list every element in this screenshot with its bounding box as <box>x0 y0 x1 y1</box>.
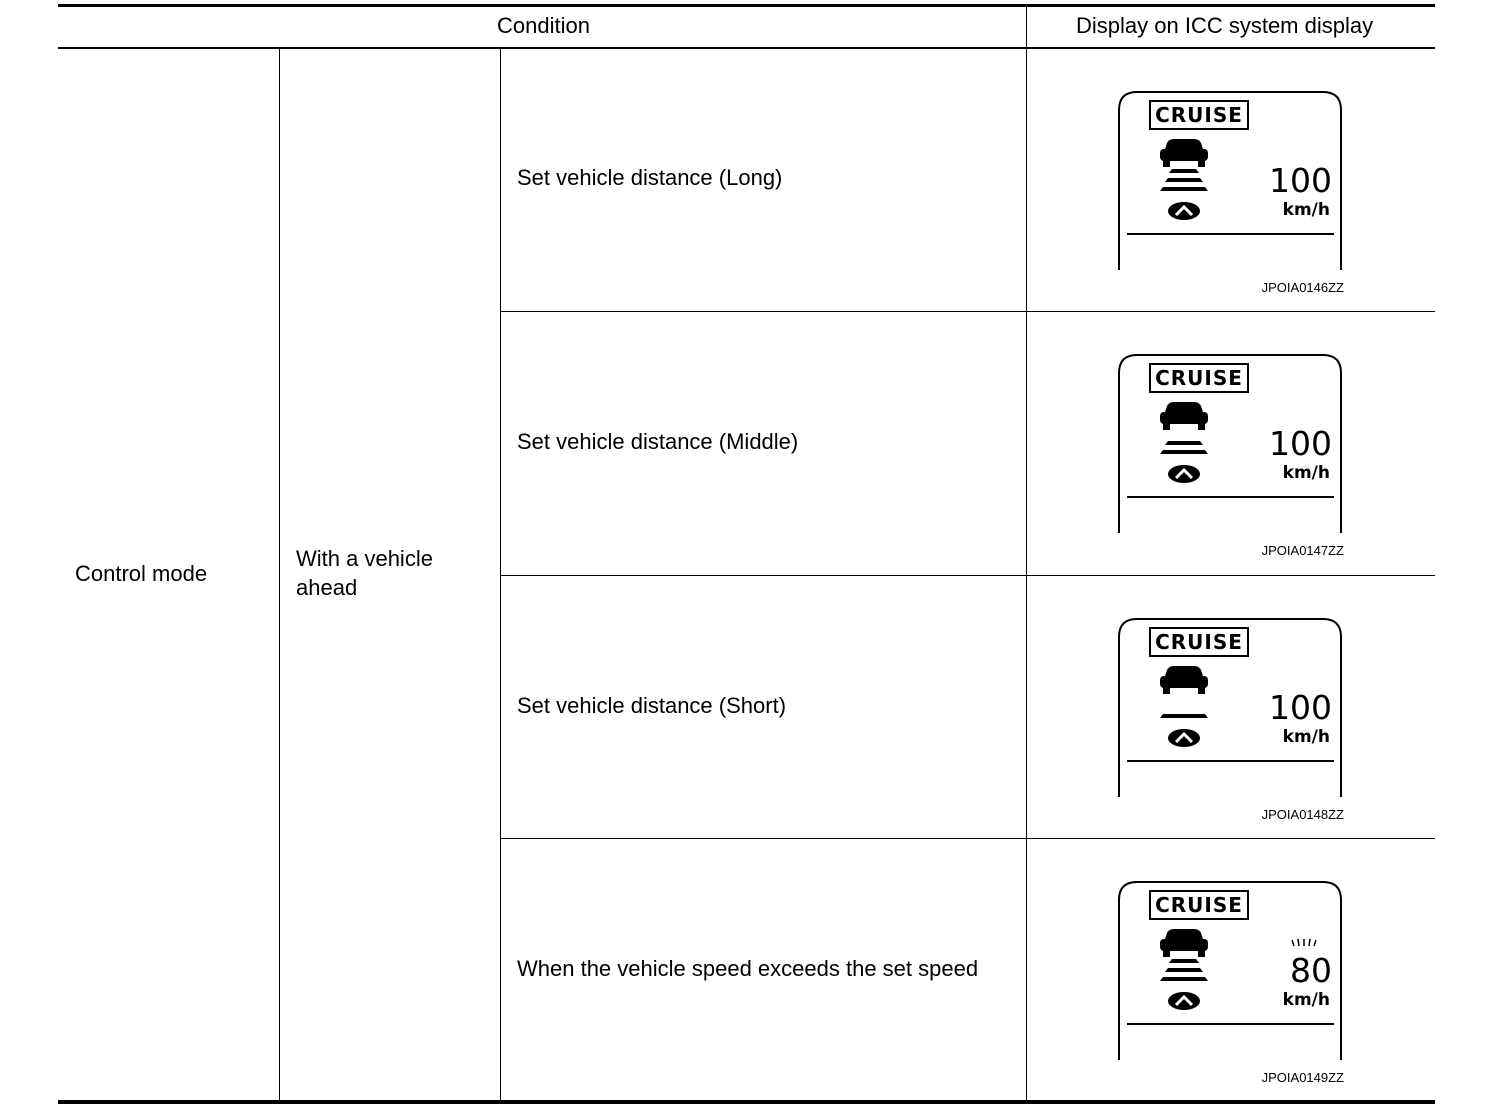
flash-mark <box>1297 938 1300 947</box>
own-vehicle-marker <box>1168 729 1200 747</box>
speed-unit: km/h <box>1282 463 1330 483</box>
vehicle-wheel <box>1163 423 1170 430</box>
condition-cell: When the vehicle speed exceeds the set s… <box>517 956 979 981</box>
speed-unit: km/h <box>1282 990 1330 1010</box>
mode-cell: Control mode <box>75 561 208 586</box>
icc-display-figure: CRUISE 80 km/h JPOIA0149ZZ <box>1112 880 1348 1090</box>
column-divider <box>279 49 280 1102</box>
speed-unit: km/h <box>1282 200 1330 220</box>
row-divider <box>501 311 1435 312</box>
own-vehicle-chevron <box>1174 994 1194 1007</box>
table-bottom-rule <box>58 1100 1435 1104</box>
vehicle-roof <box>1165 402 1203 412</box>
condition-cell: Set vehicle distance (Long) <box>517 165 783 190</box>
cruise-badge: CRUISE <box>1149 627 1249 657</box>
own-vehicle-chevron <box>1174 204 1194 217</box>
vehicle-roof <box>1165 666 1203 676</box>
set-speed-value: 100 <box>1269 424 1332 463</box>
vehicle-wheel <box>1198 950 1205 957</box>
figure-code: JPOIA0148ZZ <box>1261 807 1344 822</box>
display-graphic <box>1118 91 1342 270</box>
speed-unit: km/h <box>1282 727 1330 747</box>
display-graphic <box>1118 354 1342 533</box>
own-vehicle-chevron <box>1174 467 1194 480</box>
vehicle-roof <box>1165 139 1203 149</box>
vehicle-wheel <box>1163 160 1170 167</box>
vehicle-ahead-icon <box>1160 402 1208 430</box>
own-vehicle-chevron <box>1174 731 1194 744</box>
set-speed-value: 100 <box>1269 161 1332 200</box>
condition-cell: Set vehicle distance (Middle) <box>517 429 799 454</box>
display-frame <box>1118 618 1342 797</box>
own-vehicle-marker <box>1168 465 1200 483</box>
table-top-rule <box>58 4 1435 7</box>
icc-display-table: Condition Display on ICC system display … <box>58 4 1435 1106</box>
header-condition: Condition <box>497 13 590 38</box>
vehicle-wheel <box>1163 950 1170 957</box>
vehicle-ahead-icon <box>1160 139 1208 167</box>
icc-display-figure: CRUISE 100 km/h JPOIA0146ZZ <box>1112 90 1348 300</box>
condition-cell: Set vehicle distance (Short) <box>517 693 787 718</box>
distance-bar <box>1165 968 1203 972</box>
distance-bar <box>1160 714 1208 718</box>
distance-bar <box>1160 187 1208 191</box>
header-bottom-rule <box>58 47 1435 49</box>
display-graphic <box>1118 618 1342 797</box>
own-vehicle-marker <box>1168 992 1200 1010</box>
column-divider <box>500 49 501 1102</box>
vehicle-body <box>1160 939 1208 951</box>
distance-bar <box>1165 178 1203 182</box>
display-frame <box>1118 881 1342 1060</box>
set-speed-value: 100 <box>1269 688 1332 727</box>
vehicle-wheel <box>1198 160 1205 167</box>
speed-flash-marks <box>1291 938 1317 947</box>
vehicle-wheel <box>1163 687 1170 694</box>
display-graphic <box>1118 881 1342 1060</box>
figure-code: JPOIA0146ZZ <box>1261 280 1344 295</box>
vehicle-ahead-icon <box>1160 666 1208 694</box>
own-vehicle-marker <box>1168 202 1200 220</box>
cruise-badge: CRUISE <box>1149 890 1249 920</box>
vehicle-body <box>1160 149 1208 161</box>
vehicle-wheel <box>1198 423 1205 430</box>
column-divider <box>1026 4 1027 1102</box>
vehicle-ahead-icon <box>1160 929 1208 957</box>
figure-code: JPOIA0147ZZ <box>1261 543 1344 558</box>
distance-bar <box>1160 450 1208 454</box>
cruise-badge: CRUISE <box>1149 363 1249 393</box>
header-display: Display on ICC system display <box>1076 13 1374 38</box>
flash-mark <box>1308 938 1311 947</box>
vehicle-roof <box>1165 929 1203 939</box>
distance-bar <box>1169 169 1199 173</box>
display-frame <box>1118 354 1342 533</box>
set-speed-value: 80 <box>1290 951 1332 990</box>
situation-cell: With a vehicle ahead <box>296 546 433 600</box>
display-frame <box>1118 91 1342 270</box>
distance-bar <box>1160 977 1208 981</box>
cruise-badge: CRUISE <box>1149 100 1249 130</box>
figure-code: JPOIA0149ZZ <box>1261 1070 1344 1085</box>
icc-display-figure: CRUISE 100 km/h JPOIA0147ZZ <box>1112 353 1348 563</box>
flash-mark <box>1313 939 1317 947</box>
row-divider <box>501 838 1435 839</box>
vehicle-body <box>1160 676 1208 688</box>
distance-bar <box>1165 441 1203 445</box>
row-divider <box>501 575 1435 576</box>
vehicle-wheel <box>1198 687 1205 694</box>
vehicle-body <box>1160 412 1208 424</box>
icc-display-figure: CRUISE 100 km/h JPOIA0148ZZ <box>1112 617 1348 827</box>
distance-bar <box>1169 959 1199 963</box>
flash-mark <box>1291 939 1295 947</box>
